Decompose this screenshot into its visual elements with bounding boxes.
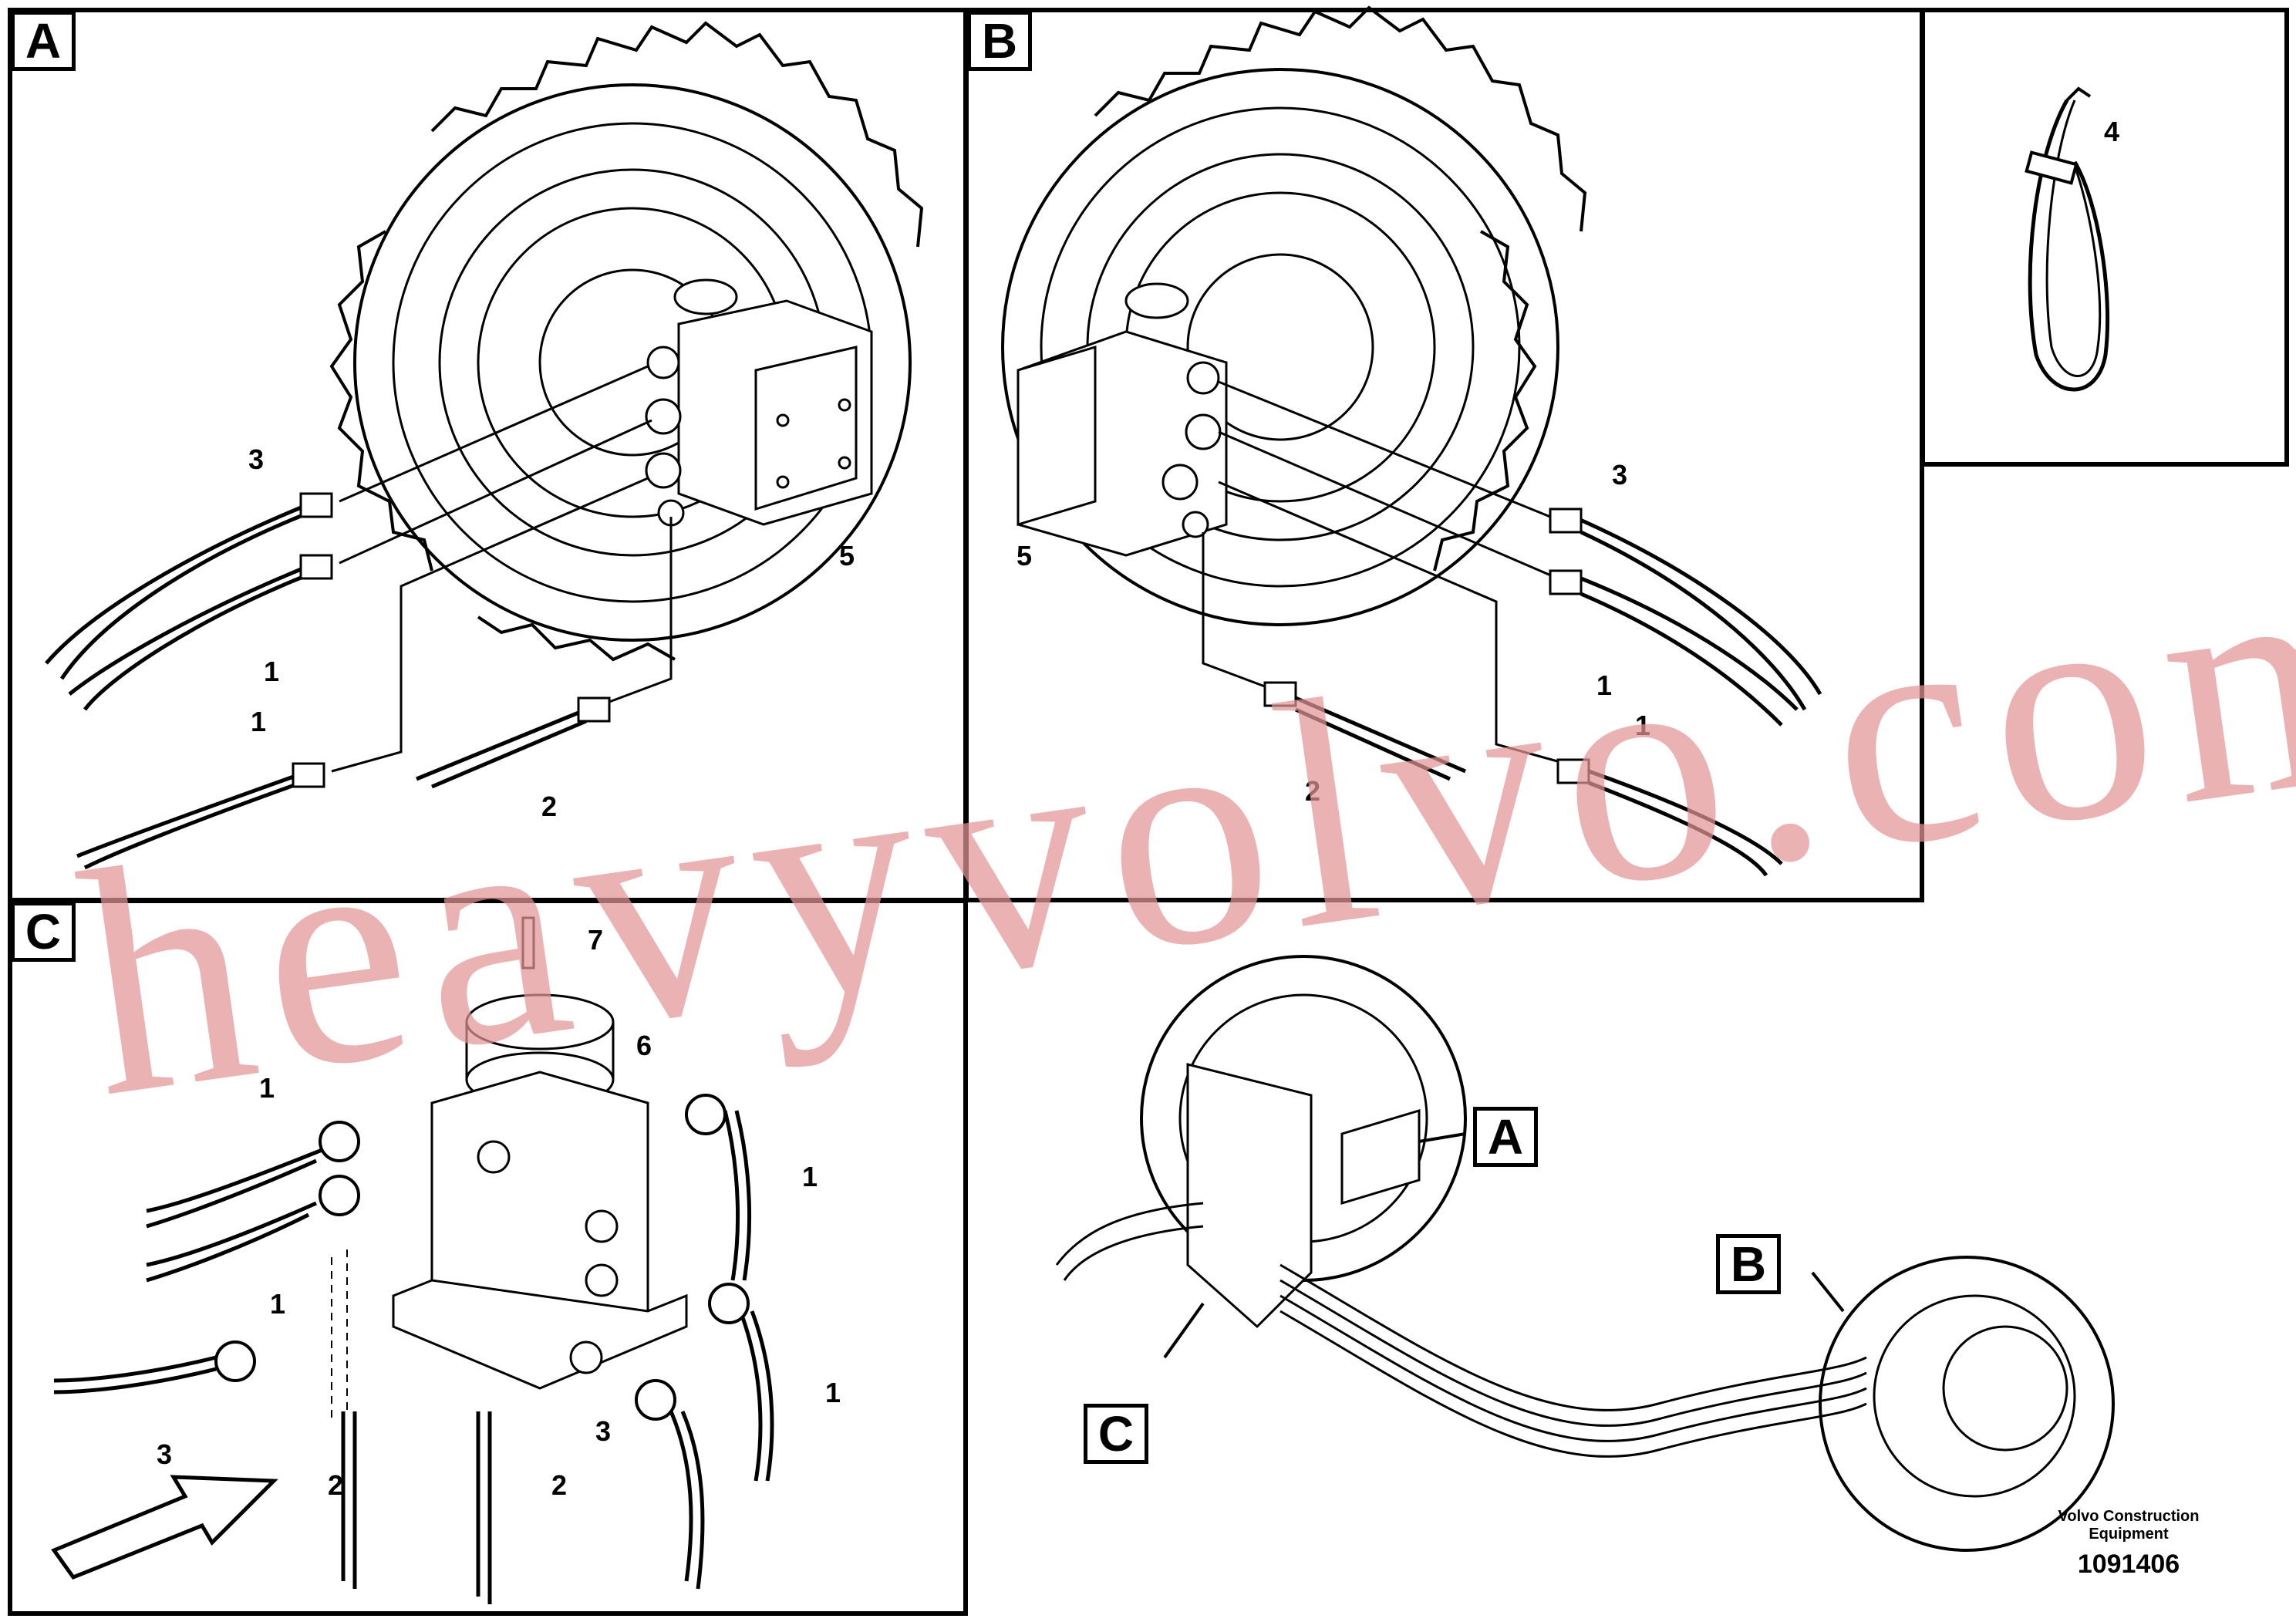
callout-a-1-upper: 1 xyxy=(264,656,280,687)
callout-c-2-left: 2 xyxy=(328,1469,344,1501)
hoses-c xyxy=(53,1094,774,1604)
callout-b-1-upper: 1 xyxy=(1596,669,1613,701)
overview-tag-b: B xyxy=(1716,1234,1781,1294)
callout-c-3-left: 3 xyxy=(157,1438,173,1470)
callout-a-1-lower: 1 xyxy=(251,706,267,737)
panel-tag-c: C xyxy=(11,902,76,962)
callout-c-2-right: 2 xyxy=(551,1469,568,1501)
callout-b-5: 5 xyxy=(1017,540,1033,572)
callout-a-3: 3 xyxy=(248,443,265,475)
panel-tag-b: B xyxy=(967,11,1032,71)
direction-arrow xyxy=(51,1475,278,1580)
callout-b-1-lower: 1 xyxy=(1635,710,1651,741)
callout-c-3-right: 3 xyxy=(595,1415,612,1447)
motor-block-b xyxy=(1017,282,1228,557)
publisher-line-1: Volvo Construction xyxy=(2058,1508,2200,1525)
callout-c-1-left-lower: 1 xyxy=(270,1288,286,1320)
callout-a-2: 2 xyxy=(541,791,558,822)
sprocket-b xyxy=(1001,5,1587,626)
callout-a-5: 5 xyxy=(839,540,855,572)
callout-tie-4: 4 xyxy=(2104,116,2120,147)
hoses-a xyxy=(45,365,673,870)
callout-c-1-right-lower: 1 xyxy=(825,1377,841,1408)
overview-assembly xyxy=(1055,955,2115,1552)
hoses-b xyxy=(1202,380,1822,877)
cable-tie xyxy=(2025,86,2110,392)
callout-b-2: 2 xyxy=(1305,775,1321,807)
callout-c-6: 6 xyxy=(636,1030,652,1061)
drawing-number: 1091406 xyxy=(2077,1549,2180,1579)
callout-b-3: 3 xyxy=(1612,459,1628,491)
panel-tag-a: A xyxy=(11,11,76,71)
motor-block-a xyxy=(645,278,873,527)
overview-tag-c: C xyxy=(1084,1404,1148,1464)
panel-cable-tie xyxy=(1920,8,2289,467)
overview-tag-a: A xyxy=(1473,1107,1538,1167)
publisher-line-2: Equipment xyxy=(2089,1526,2169,1543)
callout-c-1-left-upper: 1 xyxy=(259,1072,275,1104)
drawing-footer: Volvo Construction Equipment 1091406 xyxy=(2052,1508,2206,1580)
swivel-joint-c xyxy=(392,916,688,1390)
callout-c-1-right-upper: 1 xyxy=(802,1161,818,1192)
callout-c-7: 7 xyxy=(588,924,604,956)
